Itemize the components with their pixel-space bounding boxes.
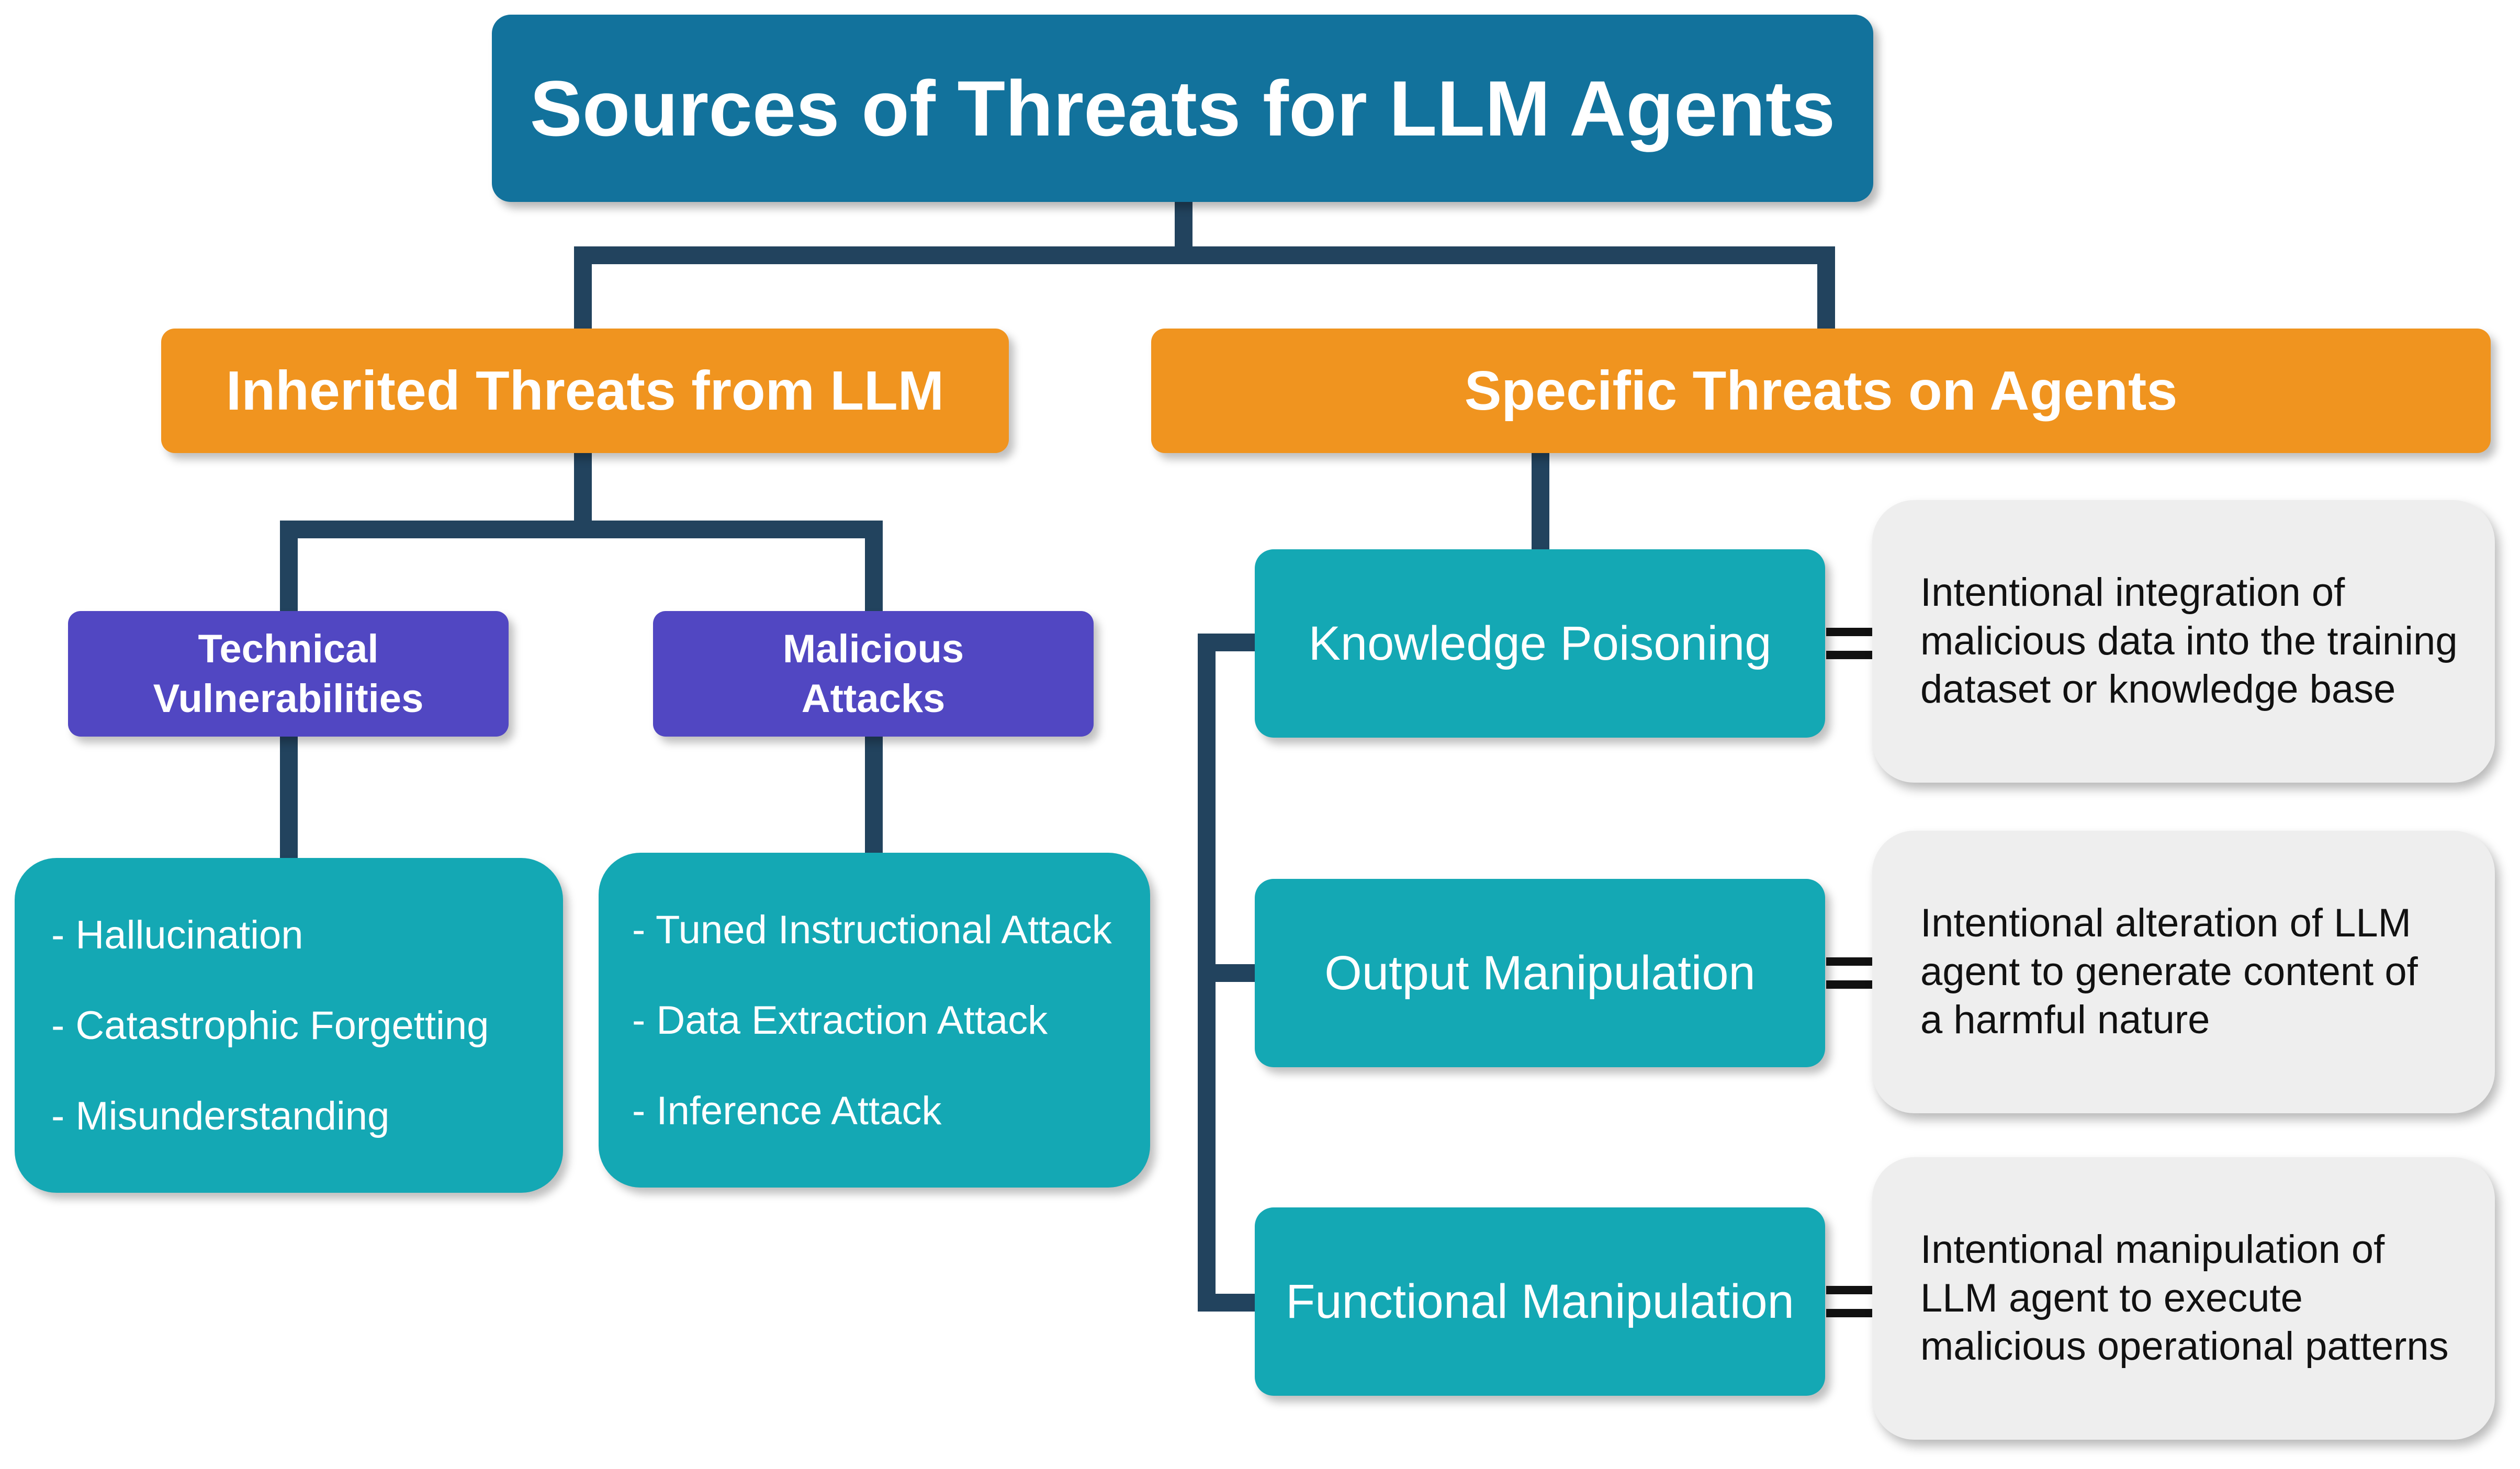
description-line: a harmful nature	[1920, 998, 2210, 1043]
malicious-label-line2: Attacks	[801, 676, 946, 721]
category-specific-threats: Specific Threats on Agents	[1151, 329, 2491, 453]
equals-sign	[1826, 628, 1873, 659]
description-line: malicious operational patterns	[1920, 1324, 2449, 1369]
list-item: - Inference Attack	[632, 1088, 942, 1133]
description-line: Intentional alteration of LLM	[1920, 900, 2411, 945]
list-item: - Tuned Instructional Attack	[632, 907, 1112, 952]
technical-vulnerabilities-list: - Hallucination - Catastrophic Forgettin…	[15, 858, 563, 1193]
threat-name: Functional Manipulation	[1286, 1274, 1794, 1328]
subcategory-malicious-attacks: Malicious Attacks	[653, 611, 1094, 737]
threat-functional-manipulation: Functional Manipulation	[1255, 1207, 1825, 1396]
threat-knowledge-poisoning: Knowledge Poisoning	[1255, 549, 1825, 738]
connector-title-to-categories	[574, 202, 1835, 329]
subcategory-technical-vulnerabilities: Technical Vulnerabilities	[68, 611, 509, 737]
description-line: malicious data into the training	[1920, 618, 2458, 663]
page-title-text: Sources of Threats for LLM Agents	[530, 64, 1836, 152]
malicious-attacks-list: - Tuned Instructional Attack - Data Extr…	[599, 853, 1150, 1188]
equals-sign	[1826, 957, 1873, 989]
list-item: - Catastrophic Forgetting	[51, 1003, 489, 1048]
description-line: Intentional integration of	[1920, 570, 2345, 615]
description-line: LLM agent to execute	[1920, 1275, 2303, 1320]
category-specific-label: Specific Threats on Agents	[1464, 359, 2178, 422]
technical-label-line2: Vulnerabilities	[153, 676, 424, 721]
malicious-label-line1: Malicious	[782, 627, 964, 671]
threat-description-output-manipulation: Intentional alteration of LLM agent to g…	[1872, 831, 2495, 1113]
page-title: Sources of Threats for LLM Agents	[492, 15, 1873, 202]
description-line: agent to generate content of	[1920, 949, 2418, 994]
equals-sign	[1826, 1286, 1873, 1317]
list-item: - Hallucination	[51, 912, 303, 957]
category-inherited-threats: Inherited Threats from LLM	[161, 329, 1009, 453]
category-inherited-label: Inherited Threats from LLM	[226, 359, 944, 422]
description-line: dataset or knowledge base	[1920, 667, 2396, 712]
threat-description-functional-manipulation: Intentional manipulation of LLM agent to…	[1872, 1157, 2495, 1440]
connector-threat-bracket	[1198, 634, 1255, 1312]
technical-label-line1: Technical	[198, 627, 379, 671]
connector-inherited-to-subcategories	[280, 453, 883, 611]
threat-output-manipulation: Output Manipulation	[1255, 879, 1825, 1067]
list-item: - Data Extraction Attack	[632, 998, 1048, 1043]
threat-name: Output Manipulation	[1324, 946, 1756, 1000]
threat-description-knowledge-poisoning: Intentional integration of malicious dat…	[1872, 500, 2495, 783]
description-line: Intentional manipulation of	[1920, 1227, 2385, 1272]
list-item: - Misunderstanding	[51, 1093, 390, 1138]
threat-name: Knowledge Poisoning	[1308, 616, 1772, 670]
